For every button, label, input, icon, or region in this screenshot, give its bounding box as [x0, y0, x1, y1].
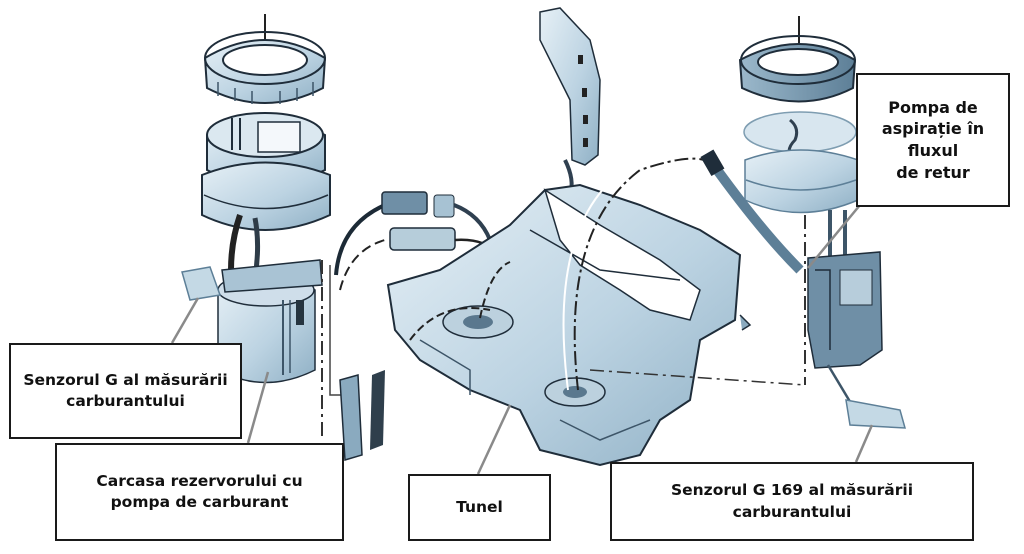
label-line: Senzorul G 169 al măsurării — [670, 481, 914, 500]
leader-pompa — [807, 204, 861, 269]
label-line: carburantului — [66, 392, 185, 410]
label-line: de retur — [896, 162, 970, 182]
label-line: Senzorul G al măsurării — [23, 370, 228, 389]
left-float-sensor — [181, 266, 222, 301]
label-tank-housing-pump: Carcasa rezervorului cu pompa de carbura… — [55, 443, 344, 541]
label-fuel-level-sensor-g169: Senzorul G 169 al măsurării carburantulu… — [610, 462, 974, 541]
right-assembly — [700, 16, 907, 429]
leader-tunel — [476, 404, 512, 475]
label-suction-jet-pump: Pompa de aspirație în fluxul de retur — [856, 73, 1010, 207]
left-pump-housing — [217, 259, 323, 384]
label-fuel-level-sensor-g: Senzorul G al măsurării carburantului — [9, 343, 242, 439]
label-line: carburantului — [732, 502, 852, 521]
label-line: fluxul — [907, 141, 959, 160]
label-line: Carcasa rezervorului cu — [96, 471, 303, 490]
leader-carcasa — [246, 371, 270, 444]
connectors — [334, 191, 501, 291]
right-float-sensor — [826, 364, 907, 429]
label-tunnel: Tunel — [408, 474, 551, 541]
left-flange — [201, 112, 331, 231]
filler-neck — [539, 7, 601, 196]
left-lock-ring — [203, 31, 327, 104]
left-connector-bracket — [339, 370, 385, 461]
tank — [386, 147, 806, 467]
label-line: pompa de carburant — [110, 493, 289, 511]
leader-lines — [170, 204, 874, 475]
right-flange — [743, 111, 859, 214]
suction-jet-pump — [807, 251, 883, 369]
leader-senzor-g — [170, 297, 200, 344]
leader-senzor-g169 — [854, 424, 874, 463]
right-lock-ring — [738, 35, 857, 103]
label-line: Tunel — [456, 497, 503, 516]
right-hose — [705, 157, 804, 274]
label-line: aspirație în — [881, 119, 985, 139]
left-assembly — [181, 14, 385, 461]
label-line: Pompa de — [888, 97, 978, 117]
